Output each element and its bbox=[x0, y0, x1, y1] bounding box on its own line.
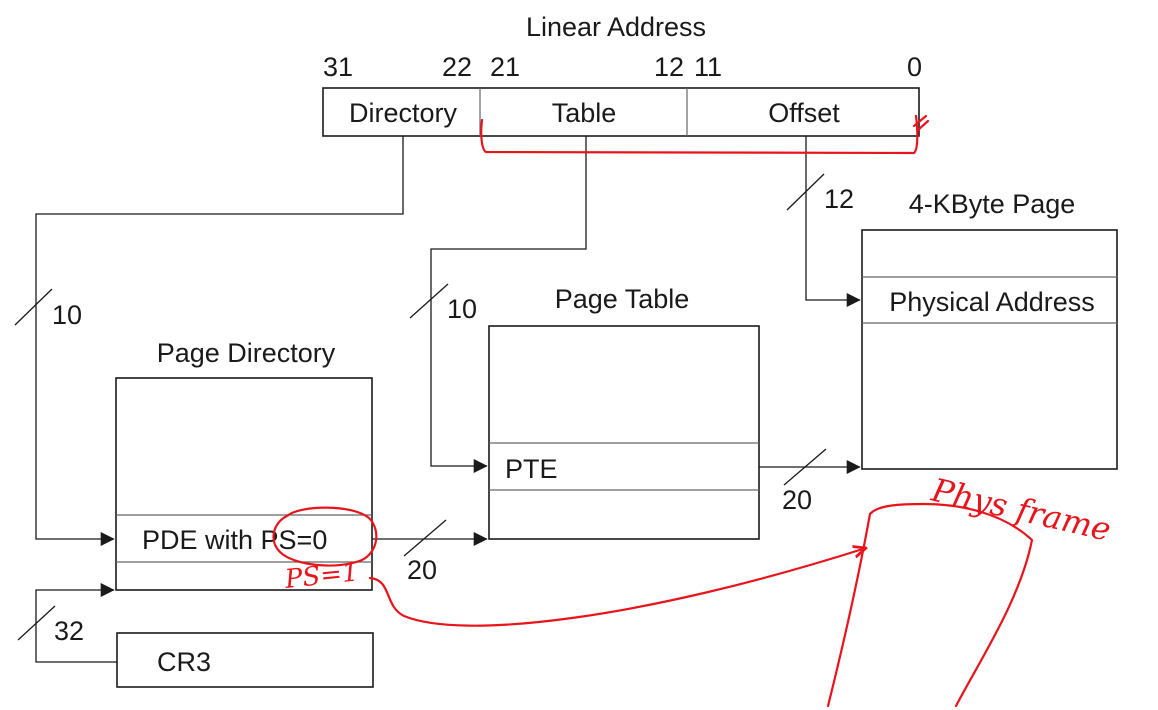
table-index-arrow bbox=[430, 136, 587, 473]
page-table-box bbox=[488, 325, 760, 540]
pde-entry: PDE with PS=0 bbox=[142, 525, 327, 555]
offset-arrow bbox=[805, 136, 861, 307]
bit-31-label: 31 bbox=[323, 52, 353, 82]
offset-width-label: 12 bbox=[824, 184, 854, 214]
page-directory-title: Page Directory bbox=[157, 338, 336, 368]
offset-field: Offset bbox=[768, 98, 840, 128]
page-title: 4-KByte Page bbox=[909, 189, 1076, 219]
pte-width-label: 20 bbox=[782, 485, 812, 515]
cr3-label: CR3 bbox=[157, 647, 211, 677]
physical-address-entry: Physical Address bbox=[889, 287, 1095, 317]
phys-frame-annotation: Phys frame bbox=[927, 471, 1114, 549]
directory-field: Directory bbox=[349, 98, 458, 128]
page-table-title: Page Table bbox=[555, 284, 690, 314]
pde-width-label: 20 bbox=[407, 555, 437, 585]
directory-index-arrow bbox=[35, 136, 404, 546]
bit-0-label: 0 bbox=[907, 52, 922, 82]
table-width-label: 10 bbox=[447, 294, 477, 324]
ps-circle bbox=[272, 506, 378, 567]
offset-table-bracket bbox=[480, 114, 919, 155]
pte-entry: PTE bbox=[505, 454, 558, 484]
page-directory-box bbox=[115, 377, 373, 591]
bit-21-label: 21 bbox=[490, 52, 520, 82]
linear-address-title: Linear Address bbox=[526, 12, 706, 42]
directory-width-label: 10 bbox=[52, 300, 82, 330]
bit-12-label: 12 bbox=[654, 52, 684, 82]
linear-address-register bbox=[322, 87, 920, 137]
ps1-arrow bbox=[368, 548, 866, 627]
cr3-to-directory-arrow bbox=[35, 583, 117, 663]
page-box bbox=[861, 229, 1118, 470]
cr3-width-label: 32 bbox=[54, 616, 84, 646]
table-field: Table bbox=[552, 98, 617, 128]
bit-11-label: 11 bbox=[694, 52, 722, 82]
bit-22-label: 22 bbox=[442, 52, 472, 82]
cr3-register bbox=[116, 632, 374, 688]
phys-frame-box bbox=[826, 502, 1034, 708]
